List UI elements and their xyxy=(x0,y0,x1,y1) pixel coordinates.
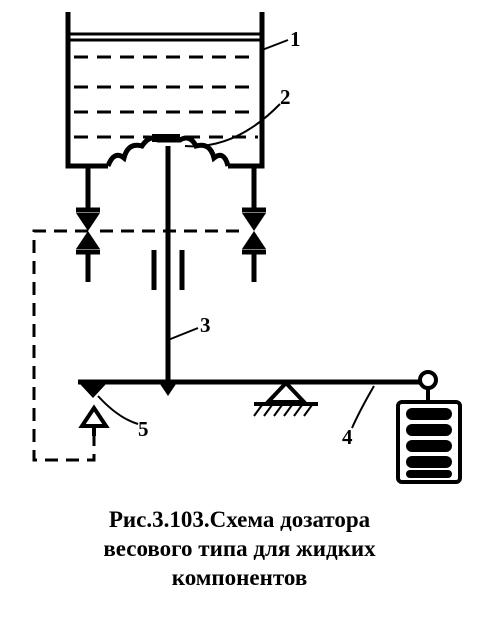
counterweight-plate xyxy=(406,470,452,478)
rod-joint-icon xyxy=(160,384,176,396)
label-rod: 3 xyxy=(200,313,211,337)
right-valve-icon xyxy=(242,231,266,249)
caption-line-2: весового типа для жидких xyxy=(103,536,376,561)
valve-cap xyxy=(152,134,180,142)
counterweight-plate xyxy=(406,456,452,468)
label-sensor: 5 xyxy=(138,417,149,441)
counterweight-plate xyxy=(406,424,452,436)
fulcrum-hatch xyxy=(283,404,293,417)
tank-wall xyxy=(65,12,265,169)
fulcrum-hatch xyxy=(263,404,273,417)
left-valve-icon xyxy=(76,213,100,231)
counterweight-plate xyxy=(406,408,452,420)
counterweight-plate xyxy=(406,440,452,452)
fulcrum-hatch xyxy=(293,404,303,417)
control-signal-line xyxy=(32,229,96,462)
leader-line-4 xyxy=(351,385,375,429)
caption-line-3: компонентов xyxy=(171,565,308,590)
label-lever: 4 xyxy=(342,425,353,449)
label-valve: 2 xyxy=(280,85,291,109)
leader-line-3 xyxy=(167,327,199,341)
lever-end-hinge xyxy=(418,370,438,390)
fulcrum-hatch xyxy=(253,404,263,417)
leader-line-2 xyxy=(184,103,281,148)
sensor-icon xyxy=(78,404,110,428)
fulcrum-hatch xyxy=(273,404,283,417)
leader-line-5 xyxy=(97,395,139,425)
fulcrum-icon xyxy=(263,380,309,404)
left-knife-edge-icon xyxy=(80,384,106,398)
fulcrum-hatch xyxy=(303,404,313,417)
right-valve-icon xyxy=(242,213,266,231)
figure-caption: Рис.3.103.Схема дозатора весового типа д… xyxy=(0,505,479,592)
label-tank: 1 xyxy=(290,27,301,51)
left-valve-icon xyxy=(76,231,100,249)
caption-line-1: Рис.3.103.Схема дозатора xyxy=(108,507,371,532)
leader-line-1 xyxy=(261,39,289,51)
